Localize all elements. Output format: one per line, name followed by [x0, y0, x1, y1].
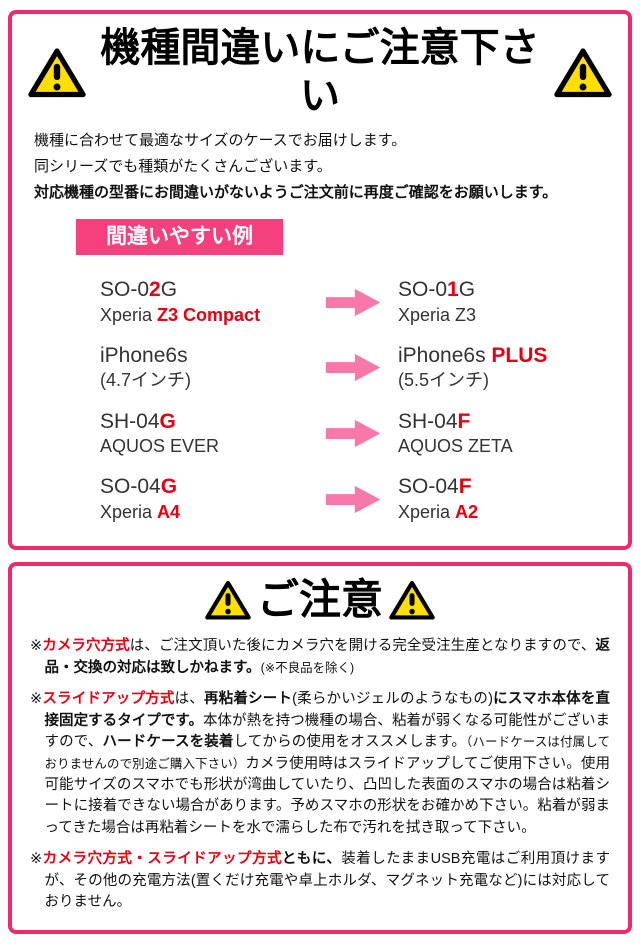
model-number: iPhone6s PLUS [398, 344, 548, 368]
examples-list: SO-02G Xperia Z3 Compact SO-01G Xperia Z… [24, 269, 616, 532]
intro-line: 同シリーズでも種類がたくさんございます。 [34, 157, 332, 175]
model-name: Xperia Z3 Compact [100, 304, 261, 325]
model-number: SO-02G [100, 278, 178, 302]
model-number: SO-01G [398, 278, 476, 302]
arrow-right-icon [318, 484, 388, 515]
correct-model: iPhone6s PLUS (5.5インチ) [398, 343, 616, 393]
intro-line: 機種に合わせて最適なサイズのケースでお届けします。 [34, 132, 407, 149]
warning-icon [205, 579, 251, 621]
model-number: SO-04G [100, 475, 178, 499]
wrong-model: SO-04G Xperia A4 [100, 474, 318, 524]
examples-badge: 間違いやすい例 [76, 219, 283, 256]
page-title: 機種間違いにご注意下さい [100, 26, 540, 118]
wrong-model: iPhone6s (4.7インチ) [100, 343, 318, 393]
model-name: Xperia Z3 [398, 304, 477, 325]
warning-icon [389, 579, 435, 621]
caution-section: ご注意 ※カメラ穴方式は、ご注文頂いた後にカメラ穴を開ける完全受注生産となります… [8, 562, 632, 934]
example-row: SH-04G AQUOS EVER SH-04F AQUOS ZETA [24, 401, 616, 467]
model-name: Xperia A4 [100, 501, 181, 522]
intro-text: 機種に合わせて最適なサイズのケースでお届けします。 同シリーズでも種類がたくさん… [34, 130, 606, 203]
arrow-right-icon [318, 352, 388, 383]
correct-model: SO-01G Xperia Z3 [398, 277, 616, 327]
warning-icon [28, 46, 86, 99]
caution-title: ご注意 [256, 576, 383, 623]
model-number: SO-04F [398, 475, 472, 499]
model-name: (5.5インチ) [398, 370, 490, 391]
note-slide-up: ※スライドアップ方式は、再粘着シート(柔らかいジェルのようなもの)にスマホ本体を… [30, 691, 611, 836]
model-name: (4.7インチ) [100, 370, 192, 391]
model-number: iPhone6s [100, 344, 188, 368]
correct-model: SH-04F AQUOS ZETA [398, 409, 616, 459]
model-number: SH-04G [100, 409, 176, 433]
example-row: SO-02G Xperia Z3 Compact SO-01G Xperia Z… [24, 269, 616, 335]
wrong-model: SO-02G Xperia Z3 Compact [100, 277, 318, 327]
arrow-right-icon [318, 418, 388, 449]
correct-model: SO-04F Xperia A2 [398, 474, 616, 524]
example-row: iPhone6s (4.7インチ) iPhone6s PLUS (5.5インチ) [24, 335, 616, 401]
section2-title-row: ご注意 [24, 576, 616, 624]
model-number: SH-04F [398, 409, 471, 433]
section1-title-row: 機種間違いにご注意下さい [24, 24, 616, 120]
intro-line: 対応機種の型番にお間違いがないようご注文前に再度ご確認をお願いします。 [34, 183, 558, 201]
wrong-model: SH-04G AQUOS EVER [100, 409, 318, 459]
model-warning-section: 機種間違いにご注意下さい 機種に合わせて最適なサイズのケースでお届けします。 同… [8, 10, 632, 550]
note-camera-hole: ※カメラ穴方式は、ご注文頂いた後にカメラ穴を開ける完全受注生産となりますので、返… [30, 638, 611, 676]
example-row: SO-04G Xperia A4 SO-04F Xperia A2 [24, 466, 616, 532]
arrow-right-icon [318, 287, 388, 318]
warning-icon [554, 46, 612, 99]
model-name: AQUOS ZETA [398, 435, 513, 456]
model-name: AQUOS EVER [100, 435, 220, 456]
note-charging: ※カメラ穴方式・スライドアップ方式ともに、装着したままUSB充電はご利用頂けます… [30, 851, 610, 911]
caution-notes: ※カメラ穴方式は、ご注文頂いた後にカメラ穴を開ける完全受注生産となりますので、返… [30, 636, 610, 913]
model-name: Xperia A2 [398, 501, 479, 522]
